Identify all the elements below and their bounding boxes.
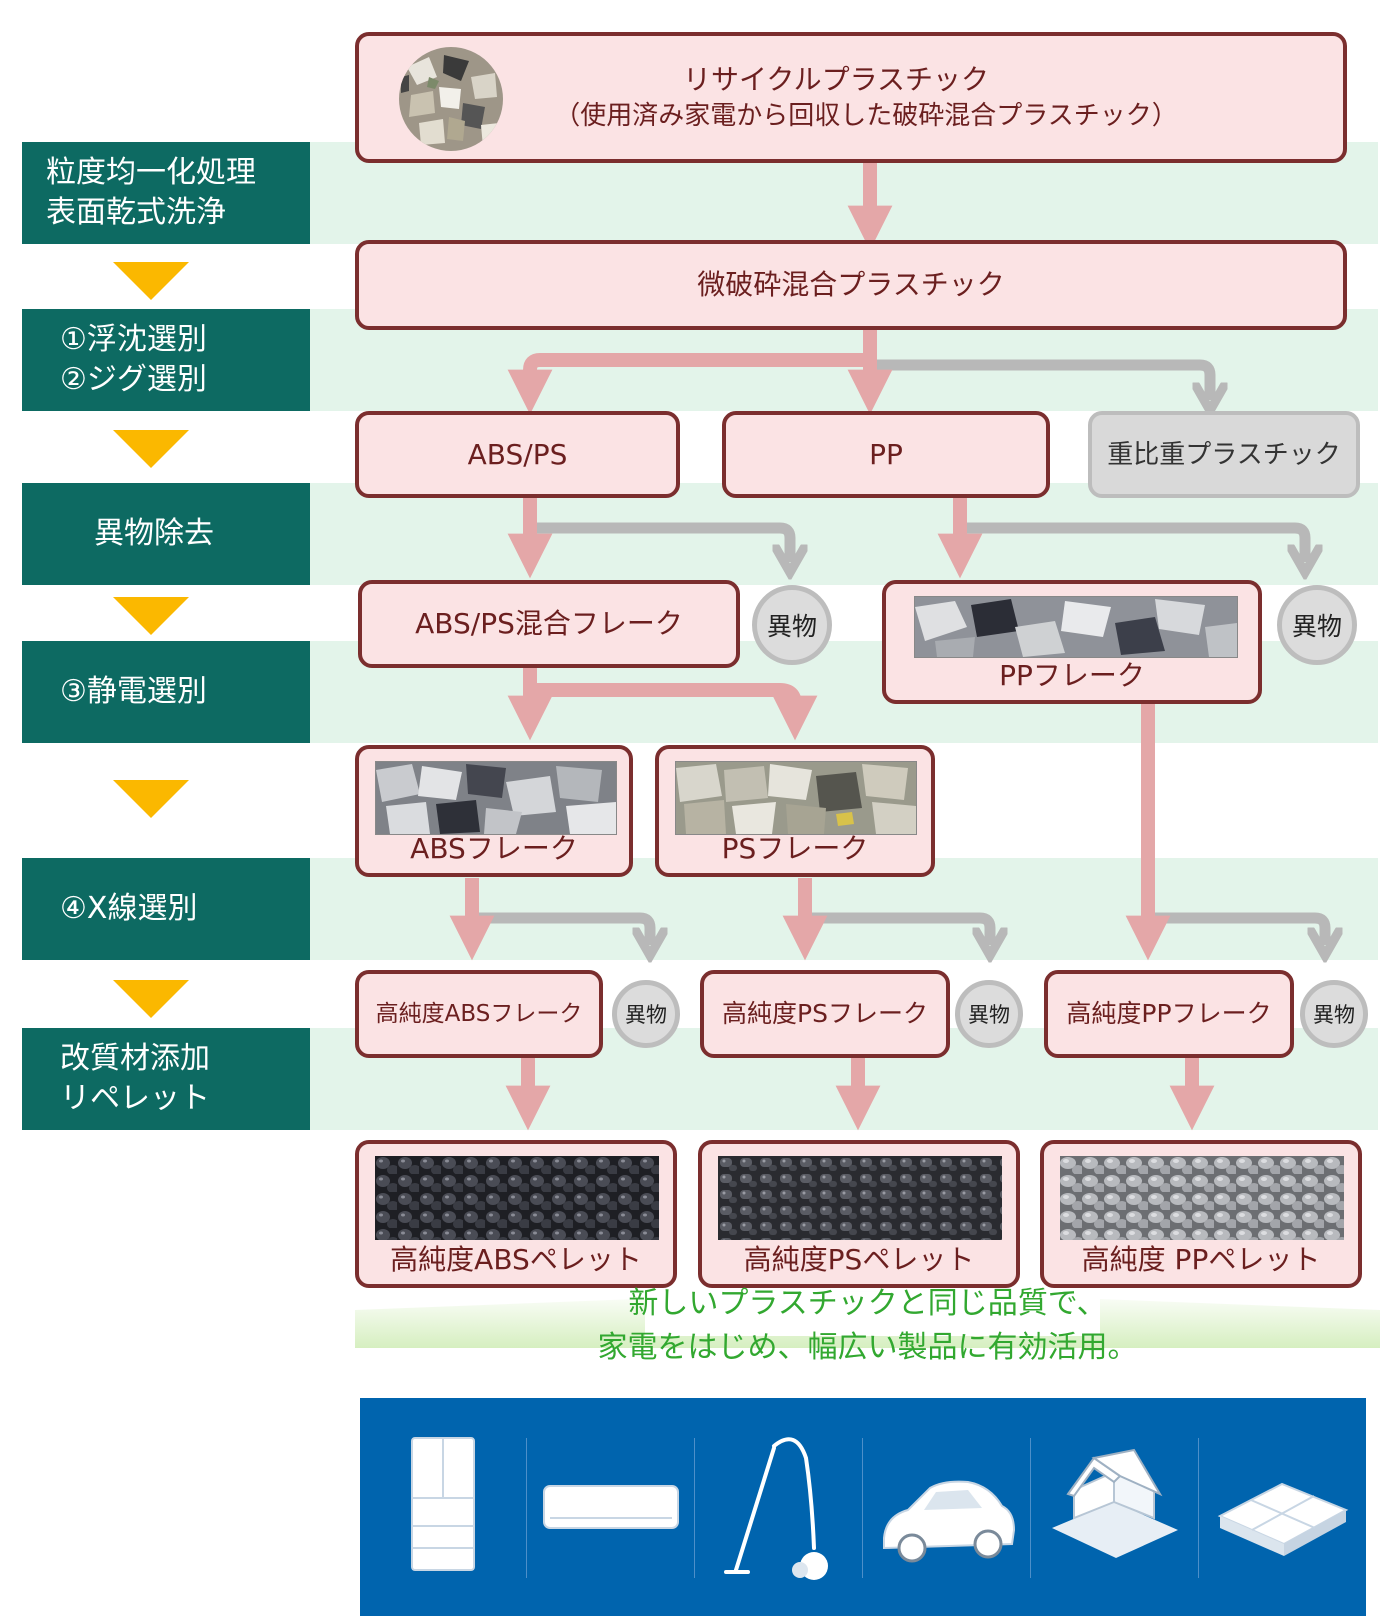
foreign-matter-1-label: 異物 [766,612,817,641]
product-divider [1030,1438,1031,1578]
arrow-mix-to-ps [523,660,818,741]
abs-ps-mixed-flake-label: ABS/PS混合フレーク [415,607,683,640]
stage-label-4: ③静電選別 [22,641,310,743]
recycle-plastic-box: リサイクルプラスチック （使用済み家電から回収した破砕混合プラスチック） [355,32,1347,163]
hp-ps-pellet-label: 高純度PSペレット [743,1243,975,1276]
stage-arrow-4 [113,780,189,818]
heavy-plastic-box: 重比重プラスチック [1088,411,1360,498]
stage-arrow-2 [113,430,189,468]
ps-flake-box: PSフレーク [655,745,935,877]
hp-pp-pellet-label: 高純度 PPペレット [1081,1243,1321,1276]
hp-abs-flake-box: 高純度ABSフレーク [355,970,603,1058]
mixed-plastic-photo [399,47,503,151]
heavy-plastic-label: 重比重プラスチック [1107,439,1341,470]
arrow-absflake-foreign [472,912,650,945]
pp-pellet-photo [1060,1156,1344,1240]
stage-arrow-3 [113,597,189,635]
stage-text-5: ④X線選別 [60,891,198,926]
ps-flake-label: PSフレーク [721,832,869,865]
arrow-fine-to-abs [507,330,877,415]
hp-ps-flake-label: 高純度PSフレーク [722,999,928,1028]
hp-pp-flake-box: 高純度PPフレーク [1044,970,1294,1058]
arrow-psflake-foreign [805,912,990,945]
hp-pp-pellet-box: 高純度 PPペレット [1040,1140,1362,1288]
stage-arrow-5 [113,980,189,1018]
abs-flake-photo [375,761,617,835]
abs-flake-label: ABSフレーク [410,832,578,865]
hp-abs-flake-label: 高純度ABSフレーク [375,1001,583,1027]
arrow-fine-to-heavy [870,359,1210,400]
arrow-pp-foreign [960,522,1305,562]
foreign-matter-1: 異物 [752,585,832,665]
foreign-matter-5: 異物 [1300,980,1368,1048]
pallet-icon [1217,1482,1349,1556]
air-conditioner-icon [543,1485,679,1529]
stage-label-3: 異物除去 [22,483,310,585]
product-divider [526,1438,527,1578]
foreign-matter-2-label: 異物 [1291,612,1342,641]
abs-ps-mixed-flake-box: ABS/PS混合フレーク [358,580,740,668]
foreign-matter-2: 異物 [1277,585,1357,665]
stage-arrow-1 [113,262,189,300]
products-panel [360,1398,1366,1616]
hp-pp-flake-label: 高純度PPフレーク [1066,999,1272,1028]
stage-label-2: ①浮沈選別 ②ジグ選別 [22,309,310,411]
abs-ps-label: ABS/PS [467,437,568,471]
arrow-abs-foreign [530,522,790,562]
ps-flake-photo [675,761,917,835]
foreign-matter-5-label: 異物 [1313,1003,1355,1027]
quality-banner-line1: 新しいプラスチックと同じ品質で、 [628,1286,1107,1321]
pp-box: PP [722,411,1050,498]
product-divider [862,1438,863,1578]
pp-flake-label: PPフレーク [999,659,1145,692]
stage-label-6: 改質材添加 リペレット [22,1028,310,1130]
quality-banner-bg [355,1290,1380,1348]
ps-pellet-photo [718,1156,1002,1240]
stage-text-6: 改質材添加 リペレット [60,1041,210,1116]
hp-ps-pellet-box: 高純度PSペレット [698,1140,1020,1288]
stage-text-3: 異物除去 [94,516,214,551]
vacuum-cleaner-icon [724,1437,828,1580]
pp-flake-box: PPフレーク [882,580,1262,704]
stage-label-5: ④X線選別 [22,858,310,960]
refrigerator-icon [411,1437,475,1571]
abs-ps-box: ABS/PS [355,411,680,498]
stage-text-2: ①浮沈選別 ②ジグ選別 [60,322,207,397]
fine-mixed-plastic-box: 微破砕混合プラスチック [355,240,1347,330]
house-icon [1052,1448,1178,1558]
car-icon [883,1480,1016,1563]
hp-abs-pellet-label: 高純度ABSペレット [390,1243,642,1276]
stage-label-1: 粒度均一化処理 表面乾式洗浄 [22,142,310,244]
foreign-matter-3-label: 異物 [625,1003,667,1027]
foreign-matter-4: 異物 [955,980,1023,1048]
recycle-plastic-title: リサイクルプラスチック [682,62,990,96]
hp-ps-flake-box: 高純度PSフレーク [700,970,950,1058]
recycle-plastic-subtitle: （使用済み家電から回収した破砕混合プラスチック） [554,100,1178,131]
product-divider [694,1438,695,1578]
quality-banner-line2: 家電をはじめ、幅広い製品に有効活用。 [597,1330,1138,1365]
pp-flake-photo [914,596,1238,658]
arrow-ppflake-foreign [1148,912,1325,945]
abs-flake-box: ABSフレーク [355,745,633,877]
product-divider [1198,1438,1199,1578]
stage-text-1: 粒度均一化処理 表面乾式洗浄 [46,155,256,230]
pp-label: PP [869,437,903,471]
fine-mixed-plastic-label: 微破砕混合プラスチック [697,268,1005,301]
foreign-matter-3: 異物 [612,980,680,1048]
hp-abs-pellet-box: 高純度ABSペレット [355,1140,677,1288]
abs-pellet-photo [375,1156,659,1240]
foreign-matter-4-label: 異物 [968,1003,1010,1027]
stage-text-4: ③静電選別 [60,674,207,709]
